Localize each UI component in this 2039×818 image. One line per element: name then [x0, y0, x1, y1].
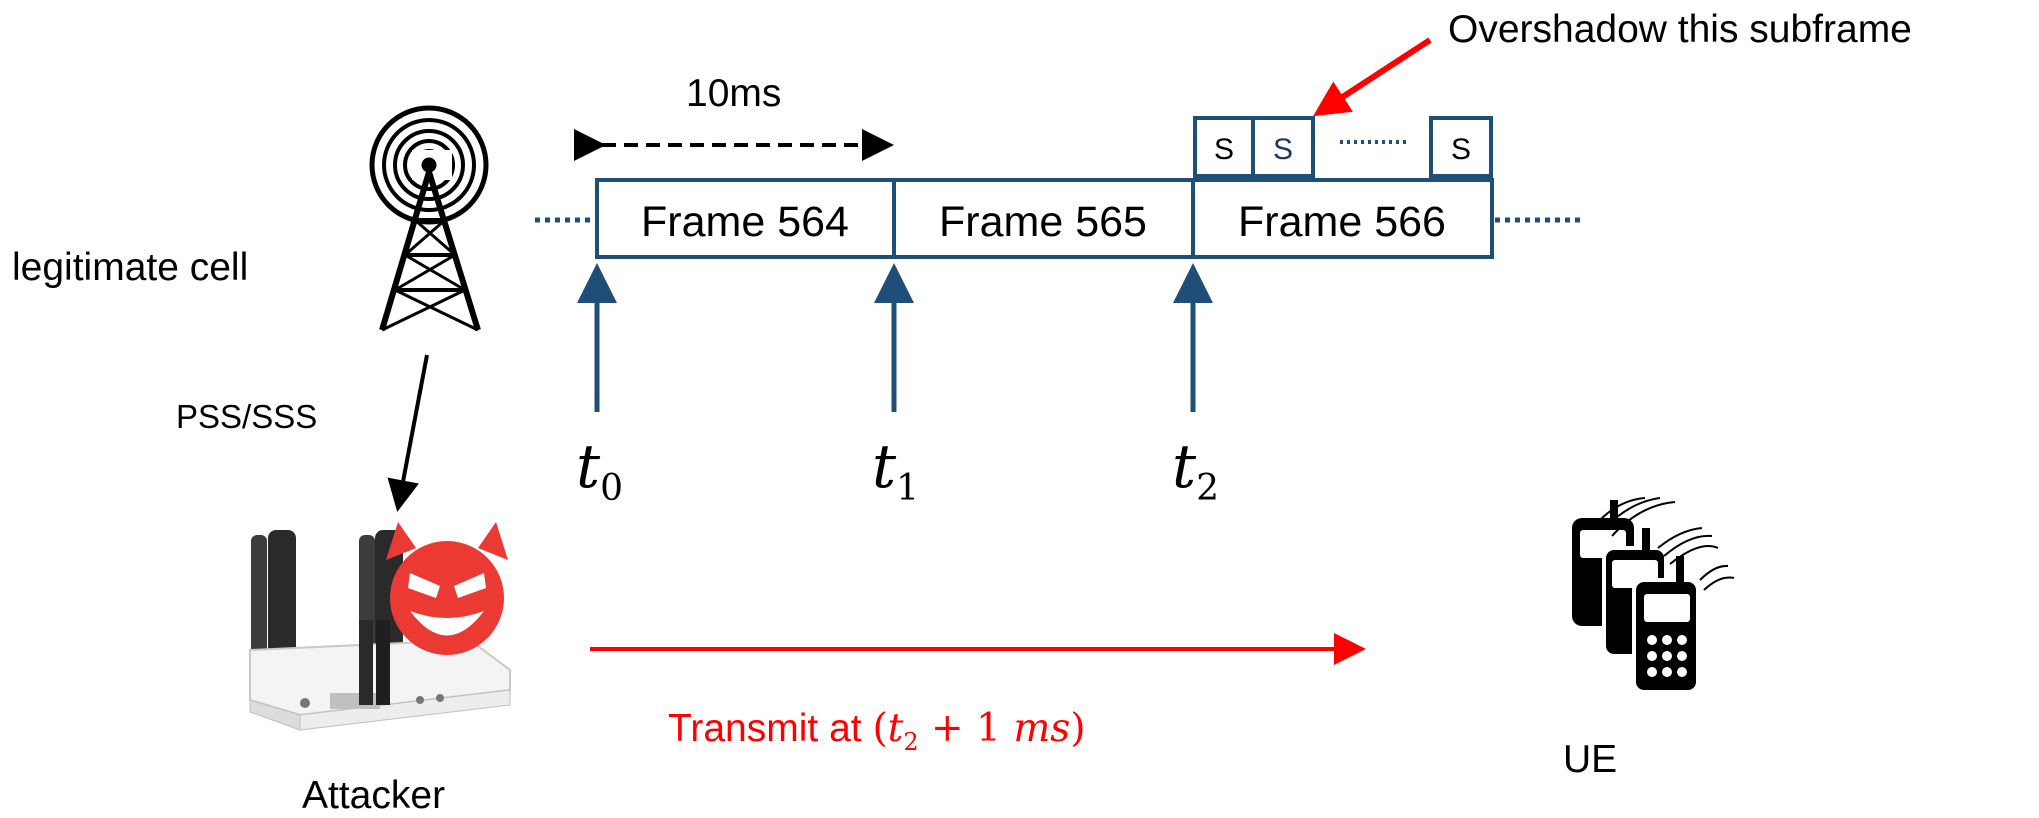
time-label-t1: t1 [872, 432, 920, 509]
frame-box [1191, 178, 1494, 259]
transmit-label: Transmit at (t2 + 1 ms) [668, 706, 1086, 756]
duration-label: 10ms [686, 72, 782, 115]
frame-box [892, 178, 1195, 259]
frame-label: Frame 565 [939, 198, 1147, 246]
callout-label: Overshadow this subframe [1448, 8, 1912, 51]
subframe-label: S [1451, 133, 1471, 166]
frame-timeline: Frame 564 Frame 565 Frame 566 S S S [535, 116, 1580, 412]
subframe-box [1193, 116, 1255, 178]
subframe-box [1251, 116, 1315, 178]
devil-face-icon [386, 522, 508, 655]
phones-icon [1572, 497, 1735, 694]
cell-label: legitimate cell [12, 246, 249, 289]
ue-label: UE [1563, 738, 1618, 781]
frame-label: Frame 564 [641, 198, 849, 246]
subframe-label: S [1214, 133, 1234, 166]
subframe-label: S [1273, 133, 1293, 166]
cell-tower-icon [369, 105, 489, 332]
time-label-t2: t2 [1172, 432, 1220, 509]
signal-arrow [387, 354, 429, 512]
subframe-box [1429, 116, 1493, 178]
signal-label: PSS/SSS [176, 398, 318, 435]
frame-label: Frame 566 [1238, 198, 1446, 246]
time-label-t0: t0 [576, 432, 624, 509]
callout-arrow [1312, 37, 1432, 117]
router-antenna-icon [249, 530, 511, 731]
attacker-label: Attacker [302, 774, 446, 817]
